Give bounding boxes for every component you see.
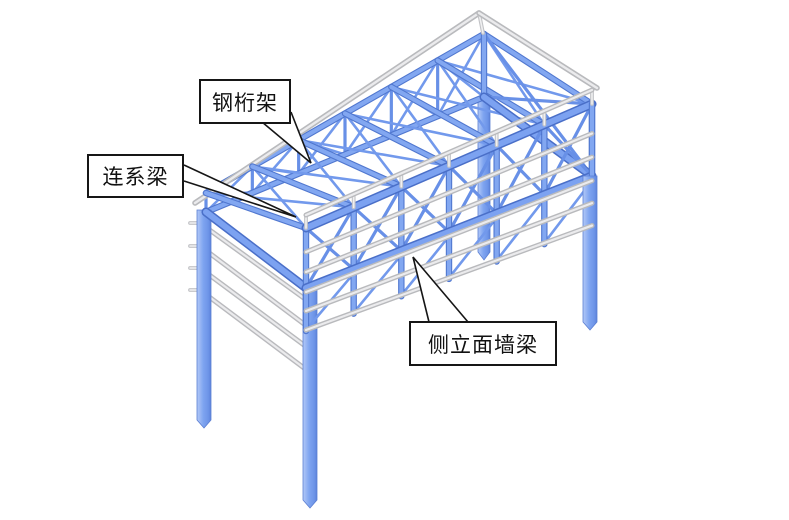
columns-left: [196, 207, 318, 509]
handrails-near: [303, 10, 600, 230]
callout-leaders: [183, 111, 469, 323]
back-handrail: [192, 10, 482, 206]
front-wall-girts: [303, 131, 595, 333]
column-front-right: [582, 175, 598, 331]
callout-label-tie-beam: 连系梁: [87, 154, 184, 198]
callout-label-side-wall-girt: 侧立面墙梁: [409, 321, 557, 366]
callout-label-steel-truss: 钢桁架: [199, 79, 291, 124]
